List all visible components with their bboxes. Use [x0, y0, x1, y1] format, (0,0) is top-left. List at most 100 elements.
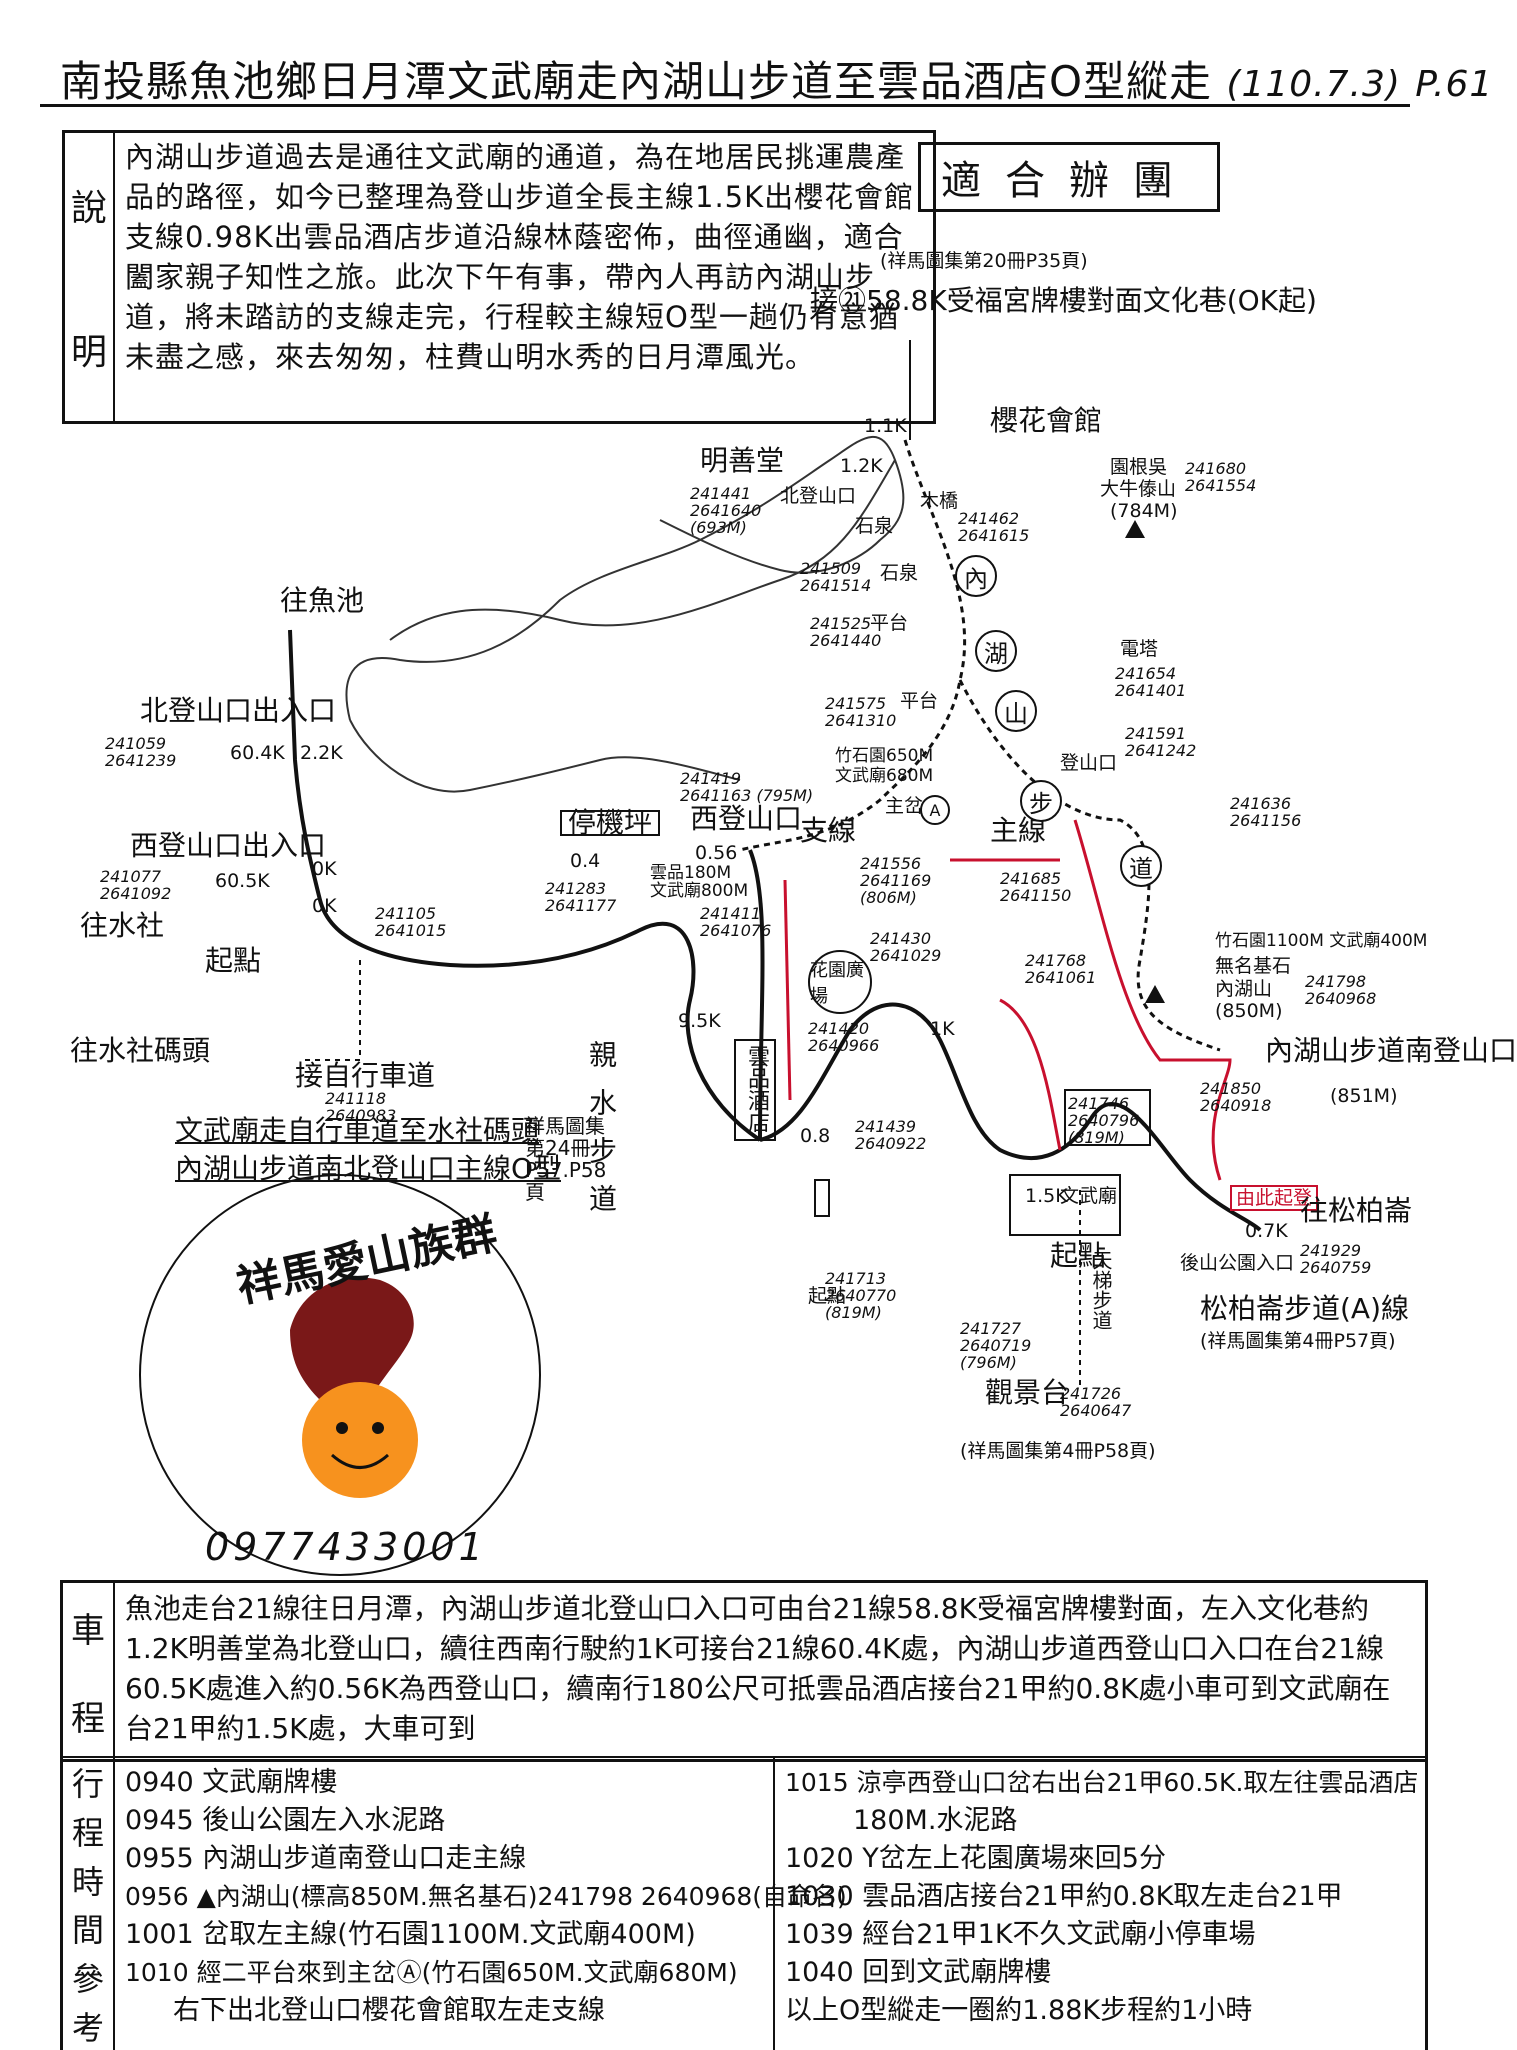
side-char: 時: [71, 1862, 104, 1901]
coord-4: 241525 2641440: [810, 614, 882, 650]
label-daniu: 大牛傣山: [1100, 478, 1177, 500]
coord-18: 241768 2641061: [1025, 951, 1097, 987]
label-wenwu-temple: 文武廟: [1060, 1185, 1118, 1207]
schedule-left-row: 右下出北登山口櫻花會館取左走支線: [173, 1995, 605, 2026]
title-text: 南投縣魚池鄉日月潭文武廟走內湖山步道至雲品酒店O型縱走: [60, 57, 1213, 106]
label-k605: 60.5K: [215, 870, 270, 892]
side-char: 考: [71, 2008, 104, 2047]
label-neihushan: 內湖山: [1215, 978, 1273, 1000]
label-ref20: (祥馬圖集第20冊P35頁): [880, 250, 1088, 272]
label-platform-1: 平台: [870, 612, 909, 634]
label-main-line: 主線: [990, 814, 1047, 847]
suitable-for-group-box: 適合辦團: [918, 142, 1220, 212]
label-trailhead: 登山口: [1060, 752, 1118, 774]
label-main-junction: 主岔: [885, 795, 924, 817]
label-stone-spring-2: 石泉: [880, 562, 919, 584]
label-start-point: 起點: [205, 944, 262, 977]
label-south-exit: 內湖山步道南登山口: [1265, 1034, 1517, 1067]
highway-21: [288, 629, 762, 1142]
schedule-right-row: 180M.水泥路: [853, 1805, 1018, 1836]
label-qinshui-trail: 親水步道: [585, 1040, 618, 1232]
label-k95: 9.5K: [678, 1010, 721, 1032]
coord-23: 241798 2640968: [1305, 972, 1377, 1008]
coord-9: 241419 2641163 (795M): [680, 769, 814, 805]
title-underline: [40, 104, 1410, 107]
summit-neihushan-icon: [1145, 985, 1165, 1003]
label-yunpin-alt: 雲品180M: [650, 863, 732, 883]
schedule-right-row: 1030 雲品酒店接台21甲約0.8K取左走台21甲: [785, 1881, 1343, 1912]
label-branch-line: 支線: [800, 814, 857, 847]
label-to-yuchi: 往魚池: [280, 584, 365, 617]
label-k08: 0.8: [800, 1125, 831, 1147]
label-to-songbo: 往松柏崙: [1300, 1194, 1413, 1227]
label-platform-2: 平台: [900, 690, 939, 712]
label-back-park: 後山公園入口: [1180, 1252, 1295, 1274]
schedule-left-row: 0945 後山公園左入水泥路: [125, 1805, 446, 1836]
label-bike-route-2: 內湖山步道南北登山口主線O型: [175, 1152, 562, 1185]
label-stairs-trail: 天梯步道: [1089, 1250, 1113, 1330]
wenwu-temple-box: [1009, 1174, 1121, 1236]
logo-phone: 0977433001: [205, 1525, 487, 1569]
label-yuangen: 園根吳: [1110, 456, 1168, 478]
cave-box: [814, 1179, 830, 1217]
wenwu-top-box: [1064, 1089, 1151, 1146]
schedule-right-row: 1020 Y岔左上花園廣場來回5分: [785, 1843, 1166, 1874]
route-text: 魚池走台21線往日月潭，內湖山步道北登山口入口可由台21線58.8K受福宮牌樓對…: [125, 1592, 1391, 1745]
label-tower: 電塔: [1120, 638, 1159, 660]
side-char: 車: [71, 1610, 105, 1651]
side-char: 行: [71, 1765, 104, 1804]
coord-10: 241283 2641177: [545, 879, 617, 915]
label-connect21: 接㉑58.8K受福宮牌樓對面文化巷(OK起): [810, 284, 1317, 317]
schedule-left-row: 0956 ▲內湖山(標高850M.無名基石)241798 2640968(自命名…: [125, 1882, 847, 1911]
coord-14: 241118 2640983: [325, 1089, 397, 1125]
coord-1: 241441 2641640 (693M): [690, 484, 762, 537]
junction-a-marker: A: [920, 795, 950, 825]
label-bike-route-1: 文武廟走自行車道至水社碼頭: [175, 1114, 540, 1147]
side-char: 程: [71, 1698, 105, 1739]
logo-circle-outline: [139, 1174, 541, 1576]
coord-16: 241556 2641169 (806M): [860, 854, 932, 907]
mountain-outline: [345, 436, 905, 793]
label-stone-spring-1: 石泉: [855, 515, 894, 537]
schedule-left-row: 1010 經二平台來到主岔Ⓐ(竹石園650M.文武廟680M): [125, 1958, 738, 1987]
coord-20: 241591 2641242: [1125, 724, 1197, 760]
highway-21a: [759, 1002, 1262, 1232]
summit-daniu-icon: [1125, 520, 1145, 538]
label-viewpoint: 觀景台: [985, 1376, 1070, 1409]
label-start-bottom: 起點: [808, 1285, 847, 1307]
label-wenwu-alt: 文武廟800M: [650, 881, 749, 901]
coord-11: 241411 2641076: [700, 904, 772, 940]
label-to-shuishe: 往水社: [80, 909, 165, 942]
main-trail: [739, 439, 1221, 1052]
smiley-face-icon: [302, 1382, 418, 1498]
coord-29: 241726 2640647: [1060, 1384, 1132, 1420]
route-info-box: 車 程 魚池走台21線往日月潭，內湖山步道北登山口入口可由台21線58.8K受福…: [60, 1580, 1428, 1762]
description-side-label: 說 明: [65, 133, 115, 421]
horse-head-icon: [290, 1277, 414, 1400]
description-text: 內湖山步道過去是通往文武廟的通道，為在地居民挑運農產品的路徑，如今已整理為登山步…: [125, 140, 915, 374]
trail-char-shan: 山: [995, 690, 1037, 732]
schedule-left-row: 0955 內湖山步道南登山口走主線: [125, 1843, 527, 1874]
trail-char-hu: 湖: [975, 630, 1017, 672]
label-mingshan-temple: 明善堂: [700, 444, 785, 477]
label-k07: 0.7K: [1245, 1220, 1288, 1242]
label-k22: 2.2K: [300, 742, 343, 764]
label-ref4b: (祥馬圖集第4冊P58頁): [960, 1440, 1156, 1462]
route-map: [139, 340, 1262, 1576]
schedule-divider: [773, 1758, 775, 2050]
coord-5: 241575 2641310: [825, 694, 897, 730]
label-k11: 1.1K: [864, 415, 907, 437]
label-south-alt: (851M): [1330, 1085, 1398, 1107]
coord-15: 241439 2640922: [855, 1117, 927, 1153]
description-box: 說 明 內湖山步道過去是通往文武廟的通道，為在地居民挑運農產品的路徑，如今已整理…: [62, 130, 936, 424]
label-ref24: 祥馬圖集第24冊P57.P58頁: [525, 1114, 607, 1204]
label-bamboo-650: 竹石園650M: [835, 746, 934, 766]
garden-text: 花園廣場: [810, 960, 864, 1007]
label-garden-square: 花園廣場: [808, 950, 872, 1014]
label-to-pier: 往水社碼頭: [70, 1034, 211, 1067]
label-north-exit: 北登山口出入口: [140, 694, 337, 727]
label-neihushan-alt: (850M): [1215, 1000, 1283, 1022]
label-daniu-alt: (784M): [1110, 500, 1178, 522]
side-char: 說: [70, 188, 107, 229]
schedule-right-row: 1040 回到文武廟牌樓: [785, 1957, 1052, 1988]
